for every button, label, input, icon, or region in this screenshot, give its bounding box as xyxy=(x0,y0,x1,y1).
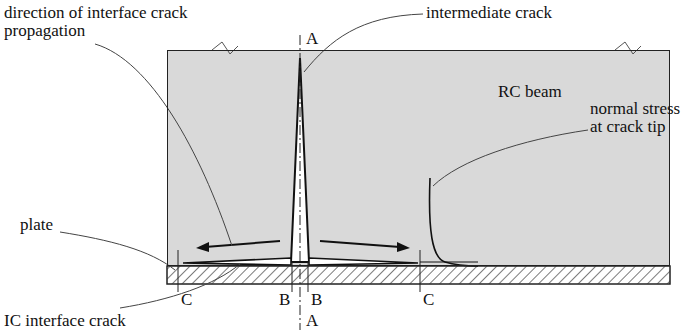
plate-hatch xyxy=(167,266,670,284)
section-letter: A xyxy=(306,312,318,330)
callout-label: normal stress at crack tip xyxy=(590,100,690,136)
callout-label: plate xyxy=(20,216,53,234)
arrow-head xyxy=(196,242,209,252)
leader-line xyxy=(120,264,240,308)
propagation-arrow xyxy=(320,241,400,247)
callout-label: IC interface crack xyxy=(4,312,126,330)
section-axis xyxy=(300,35,301,330)
section-line xyxy=(308,262,309,292)
intermediate-crack xyxy=(291,58,309,262)
propagation-arrow xyxy=(205,241,280,247)
beam-fill xyxy=(167,50,670,266)
section-letter: C xyxy=(181,291,192,309)
callout-label: direction of interface crack propagation xyxy=(4,4,194,40)
plate xyxy=(167,266,670,284)
stress-curve xyxy=(430,178,478,266)
arrow-head xyxy=(397,242,410,252)
leader-line xyxy=(60,232,175,270)
cut-mark xyxy=(212,42,238,54)
callout-label: intermediate crack xyxy=(426,4,552,22)
interface-crack xyxy=(309,258,418,265)
leader-line xyxy=(95,44,232,246)
section-letter: B xyxy=(311,291,322,309)
section-letter: B xyxy=(279,291,290,309)
section-line xyxy=(420,250,421,292)
section-letter: C xyxy=(423,291,434,309)
section-letter: A xyxy=(306,30,318,48)
beam-label: RC beam xyxy=(498,83,562,101)
cut-mark xyxy=(615,42,641,54)
stress-baseline xyxy=(420,262,478,263)
interface-crack xyxy=(183,258,291,265)
beam-box: RC beam xyxy=(167,50,670,266)
section-line xyxy=(178,250,179,292)
leader-line xyxy=(433,130,588,186)
section-line xyxy=(292,262,293,292)
leader-line xyxy=(304,14,423,72)
